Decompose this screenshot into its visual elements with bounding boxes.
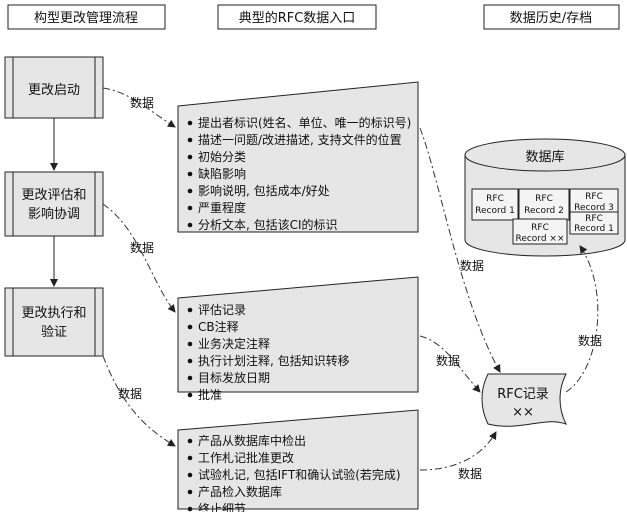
bullet-icon: [187, 455, 193, 461]
bullet-icon: [187, 171, 193, 177]
entry-panel-1-item: 缺陷影响: [198, 166, 246, 181]
bullet-icon: [187, 222, 193, 228]
db-record: RFC Record 3: [569, 188, 619, 214]
entry-panel-2-item: 评估记录: [198, 303, 246, 317]
svg-text:RFC: RFC: [535, 194, 553, 204]
data-label-panel2: 数据: [436, 353, 460, 368]
data-arrow-panel3: [419, 431, 497, 471]
db-record: RFC Record 2: [518, 188, 570, 221]
entry-panel-3-item: 产品从数据库中检出: [198, 433, 306, 448]
bullet-icon: [187, 154, 193, 160]
header-history-text: 数据历史/存档: [510, 11, 592, 26]
entry-panel-items: 提出者标识(姓名、单位、唯一的标识号) 描述一问题/改进描述, 支持文件的位置初始…: [187, 115, 411, 512]
svg-text:RFC: RFC: [486, 194, 504, 204]
entry-panel-1-item: 分析文本, 包括该CI的标识: [198, 217, 338, 232]
data-label-initiate: 数据: [130, 95, 154, 110]
entry-panel-1-item: 影响说明, 包括成本/好处: [198, 183, 330, 198]
svg-text:Record ××: Record ××: [515, 234, 564, 244]
bullet-icon: [187, 472, 193, 478]
entry-panel-1: [177, 81, 419, 233]
entry-panel-3-item: 试验札记, 包括IFT和确认试验(若完成): [198, 467, 401, 482]
db-record: RFC Record 1: [471, 188, 519, 221]
bullet-icon: [187, 438, 193, 444]
svg-text:RFC: RFC: [585, 214, 603, 224]
db-record: RFC Record 1: [569, 211, 619, 235]
entry-panel-1-item: 初始分类: [198, 150, 246, 164]
header-entry-text: 典型的RFC数据入口: [239, 10, 356, 26]
entry-panel-1-item: 严重程度: [198, 200, 246, 215]
entry-panel-3-item: 产品检入数据库: [198, 484, 282, 499]
svg-text:Record 3: Record 3: [574, 203, 614, 213]
bullet-icon: [187, 205, 193, 211]
entry-panel-3-item: 终止细节: [198, 501, 246, 512]
database-title: 数据库: [525, 149, 564, 165]
process-step-initiate-label: 更改启动: [28, 83, 80, 98]
bullet-icon: [187, 506, 193, 512]
entry-panel-2-item: 业务决定注释: [198, 336, 270, 351]
data-arrow-archive: [565, 245, 599, 393]
bullet-icon: [187, 324, 193, 330]
bullet-icon: [187, 375, 193, 381]
rfc-record-document: RFC记录 ××: [481, 373, 568, 427]
entry-panel-3: [177, 409, 419, 510]
bullet-icon: [187, 188, 193, 194]
header-entry: 典型的RFC数据入口: [217, 4, 377, 30]
entry-panel-2-item: 批准: [198, 387, 222, 402]
header-history: 数据历史/存档: [483, 4, 620, 30]
entry-panel-3-item: 工作札记批准更改: [198, 450, 294, 465]
svg-text:RFC: RFC: [531, 223, 549, 233]
data-arrow-evaluate: [102, 203, 176, 313]
bullet-icon: [187, 137, 193, 143]
bullet-icon: [187, 341, 193, 347]
process-step-execute-label-1: 更改执行和: [21, 306, 86, 321]
svg-text:RFC: RFC: [585, 192, 603, 202]
process-step-evaluate: 更改评估和 影响协调: [4, 171, 104, 237]
data-arrow-execute: [102, 355, 176, 447]
entry-panel-2-item: 目标发放日期: [198, 370, 270, 385]
data-label-evaluate: 数据: [130, 240, 154, 255]
bullet-icon: [187, 307, 193, 313]
db-record: RFC Record ××: [512, 218, 568, 245]
data-label-panel3: 数据: [458, 466, 482, 481]
entry-panel-1-item: 描述一问题/改进描述, 支持文件的位置: [198, 132, 402, 147]
data-label-execute: 数据: [118, 386, 142, 401]
bullet-icon: [187, 358, 193, 364]
process-step-evaluate-label-2: 影响协调: [28, 206, 80, 222]
bullet-icon: [187, 392, 193, 398]
svg-text:Record 2: Record 2: [524, 206, 564, 216]
svg-text:Record 1: Record 1: [574, 224, 614, 234]
rfc-record-line1: RFC记录: [497, 387, 549, 402]
data-label-archive: 数据: [578, 333, 602, 348]
process-step-execute: 更改执行和 验证: [4, 287, 104, 357]
process-step-initiate: 更改启动: [4, 56, 104, 119]
entry-panel-2: [177, 276, 419, 393]
entry-panel-2-item: 执行计划注释, 包括知识转移: [198, 353, 350, 368]
process-step-evaluate-label-1: 更改评估和: [21, 188, 86, 203]
rfc-record-line2: ××: [512, 405, 534, 420]
entry-panel-1-item: 提出者标识(姓名、单位、唯一的标识号): [198, 115, 411, 130]
entry-panel-2-item: CB注释: [198, 319, 239, 334]
process-step-execute-label-2: 验证: [41, 324, 67, 340]
data-label-panel1: 数据: [460, 258, 484, 273]
bullet-icon: [187, 120, 193, 126]
database-cylinder: 数据库 RFC Record 1 RFC Record 2 RFC Record…: [464, 138, 626, 257]
svg-text:Record 1: Record 1: [475, 206, 515, 216]
header-process-text: 构型更改管理流程: [34, 11, 138, 26]
header-process: 构型更改管理流程: [7, 4, 166, 30]
bullet-icon: [187, 489, 193, 495]
